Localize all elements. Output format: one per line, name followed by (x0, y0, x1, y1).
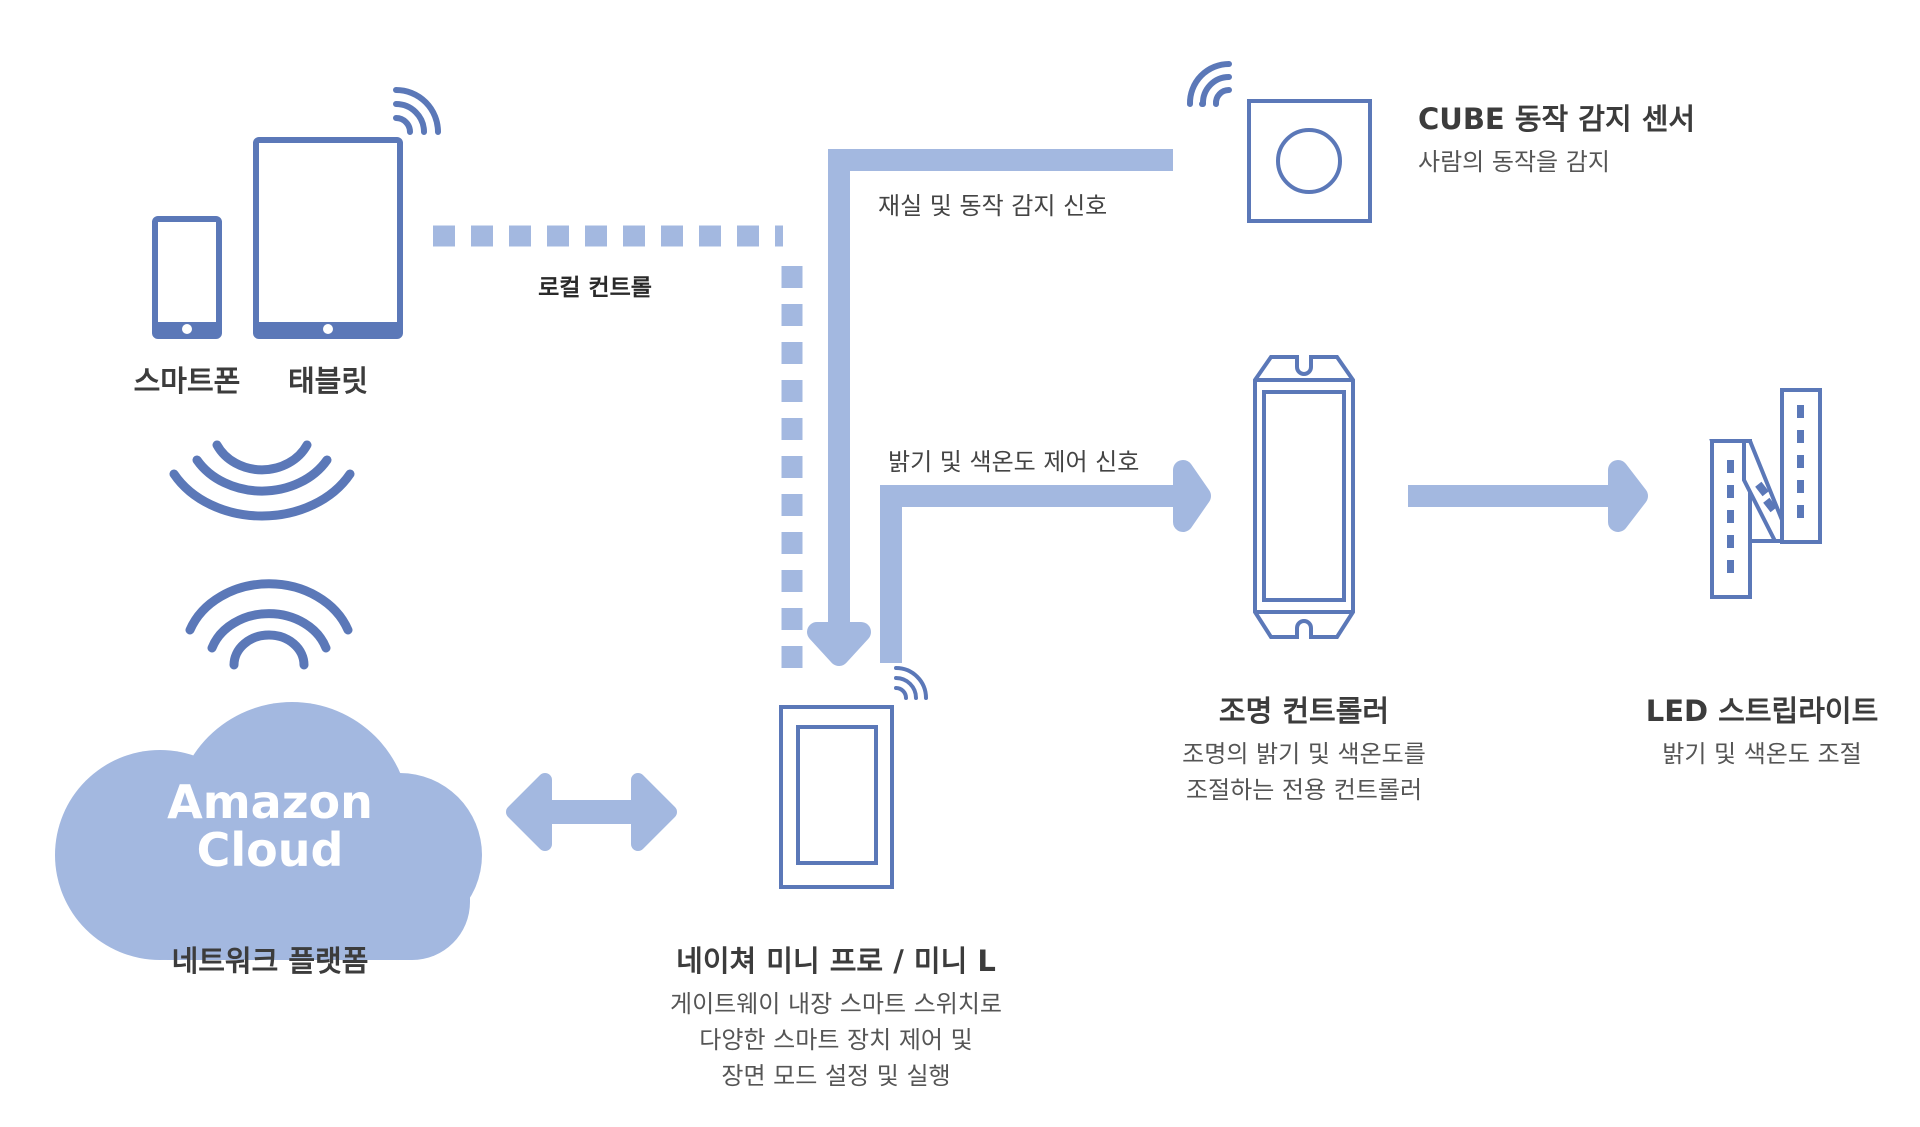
controller-desc-line: 조절하는 전용 컨트롤러 (1185, 776, 1423, 804)
sensor-title: CUBE 동작 감지 센서 (1418, 102, 1696, 136)
smartphone-icon (152, 216, 222, 339)
local-control-label: 로컬 컨트롤 (538, 275, 652, 301)
smartphone-label: 스마트폰 (133, 364, 241, 398)
hub-switch-icon (779, 705, 894, 889)
sensor-desc-line: 사람의 동작을 감지 (1418, 148, 1610, 176)
wifi-signal-up-icon (185, 579, 353, 670)
local-control-path (433, 225, 803, 668)
cloud-icon (55, 702, 482, 960)
hub-wifi-icon (894, 666, 928, 700)
controller-led-arrow (1408, 460, 1648, 532)
hub-desc-line: 게이트웨이 내장 스마트 스위치로 (669, 990, 1002, 1018)
hub-desc-line: 다양한 스마트 장치 제어 및 (699, 1026, 973, 1054)
tablet-label: 태블릿 (287, 364, 369, 398)
cloud-logo-line1: Amazon (167, 775, 373, 829)
cloud-logo: Amazon Cloud (120, 778, 420, 874)
sensor-wifi-icon (1186, 61, 1232, 107)
sensor-description: 사람의 동작을 감지 (1418, 144, 1718, 180)
tablet-wifi-icon (393, 87, 441, 135)
hub-description: 게이트웨이 내장 스마트 스위치로 다양한 스마트 장치 제어 및 장면 모드 … (616, 986, 1056, 1094)
brightness-signal-label: 밝기 및 색온도 제어 신호 (888, 448, 1140, 476)
brightness-signal-arrow (880, 460, 1211, 663)
tablet-icon (253, 137, 403, 339)
controller-title: 조명 컨트롤러 (1218, 694, 1390, 728)
motion-signal-label: 재실 및 동작 감지 신호 (878, 192, 1108, 220)
cloud-logo-line2: Cloud (196, 823, 344, 877)
motion-signal-arrow (807, 149, 1173, 666)
motion-sensor-icon (1247, 99, 1372, 223)
led-title: LED 스트립라이트 (1645, 694, 1879, 728)
controller-description: 조명의 밝기 및 색온도를 조절하는 전용 컨트롤러 (1144, 736, 1464, 808)
lighting-controller-icon (1253, 355, 1355, 639)
wifi-signal-down-icon (169, 440, 355, 521)
cloud-label: 네트워크 플랫폼 (171, 944, 369, 978)
led-strip-icon (1709, 388, 1822, 599)
cloud-hub-double-arrow (506, 773, 677, 851)
led-desc-line: 밝기 및 색온도 조절 (1662, 740, 1862, 768)
controller-desc-line: 조명의 밝기 및 색온도를 (1182, 740, 1426, 768)
led-description: 밝기 및 색온도 조절 (1612, 736, 1912, 772)
hub-title: 네이쳐 미니 프로 / 미니 L (676, 944, 996, 978)
hub-desc-line: 장면 모드 설정 및 실행 (721, 1062, 951, 1090)
